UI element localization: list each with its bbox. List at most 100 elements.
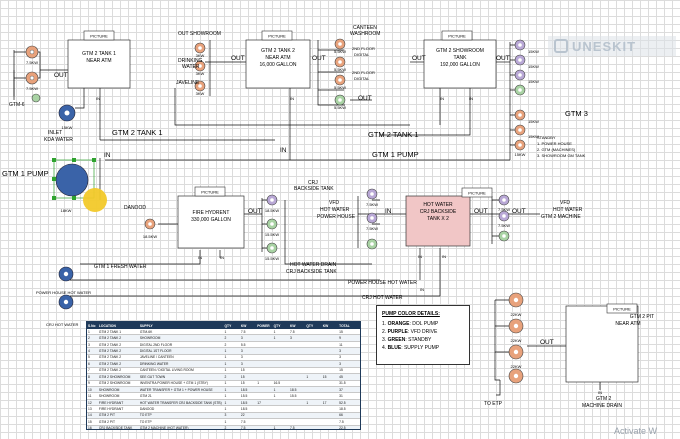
pump-purple[interactable]	[498, 194, 510, 206]
inlet-label: KDA WATER	[44, 137, 73, 143]
pump-orange[interactable]	[25, 45, 39, 59]
pump-blue[interactable]	[58, 294, 74, 310]
pump-orange[interactable]	[25, 71, 39, 85]
pump-orange[interactable]	[508, 292, 524, 308]
table-header-cell: KW	[288, 322, 306, 329]
pump-orange[interactable]	[514, 124, 526, 136]
machine-drain-label: GTM 2	[596, 396, 611, 402]
picture-box-hot-water	[461, 187, 493, 198]
picture-label: PICTURE	[448, 34, 466, 39]
pump-purple[interactable]	[366, 188, 378, 200]
table-cell: 15	[239, 373, 257, 381]
table-cell: 10	[87, 386, 98, 394]
table-cell: 18.5	[239, 386, 257, 394]
pump-orange[interactable]	[508, 368, 524, 384]
table-cell: DANOOD	[138, 405, 224, 413]
table-header-cell: LOCATION	[97, 322, 139, 329]
pump-purple[interactable]	[514, 69, 526, 81]
tank-gtm2-tank1[interactable]: PICTURE GTM 2 TANK 1 NEAR ATM IN	[67, 30, 131, 101]
table-cell	[321, 380, 339, 387]
table-cell: 15.5	[239, 392, 257, 400]
table-cell	[305, 329, 322, 336]
out-label: OUT	[512, 208, 526, 215]
table-cell: 1	[223, 380, 240, 387]
table-cell: GTM 2 TANK 2	[97, 354, 139, 362]
pump-blue[interactable]	[58, 104, 76, 122]
table-cell	[272, 347, 289, 355]
pump-purple[interactable]	[266, 194, 278, 206]
table-cell	[256, 329, 273, 336]
in-label: IN	[440, 96, 444, 101]
tank-gtm2-pit[interactable]: PICTURE GTM 2 PIT NEAR ATM IN	[565, 303, 654, 395]
pump-orange[interactable]	[514, 139, 526, 151]
pump-rating: 5.5KW	[334, 85, 346, 90]
pump-purple[interactable]	[366, 212, 378, 224]
table-cell	[288, 399, 306, 407]
pump-orange[interactable]	[334, 56, 346, 68]
pump-orange[interactable]	[334, 74, 346, 86]
table-cell: 15	[87, 418, 98, 426]
pump-green[interactable]	[266, 218, 278, 230]
pump-blue[interactable]	[58, 266, 74, 282]
pump-green[interactable]	[266, 242, 278, 254]
table-cell: 1	[223, 418, 240, 426]
table-cell: 1	[87, 329, 98, 336]
pump-orange[interactable]	[508, 344, 524, 360]
gtm1-pump-selected[interactable]: 18KW	[52, 158, 107, 213]
pump-rating: 7.5KW	[366, 226, 378, 231]
table-cell: 1	[223, 386, 240, 394]
tank-fire-hydrent[interactable]: PICTURE FIRE HYDRENT 330,000 GALLON IN I…	[177, 186, 245, 260]
tank-gtm2-tank2[interactable]: PICTURE GTM 2 TANK 2 NEAR ATM 16,000 GAL…	[245, 30, 311, 101]
table-cell: 1	[223, 367, 240, 375]
pump-orange[interactable]	[194, 42, 206, 54]
table-cell: 7.5	[239, 425, 257, 429]
table-cell: 16.5	[272, 380, 289, 387]
out-showroom-label: OUT SHOWROOM	[178, 31, 221, 37]
pump-orange[interactable]	[144, 218, 156, 230]
pump-orange[interactable]	[508, 318, 524, 334]
table-cell	[256, 360, 273, 368]
pump-purple[interactable]	[498, 210, 510, 222]
table-cell: 7.5	[288, 425, 306, 429]
in-label: IN	[280, 147, 287, 154]
pump-purple[interactable]	[514, 54, 526, 66]
brand-logo: UNESKIT	[548, 36, 676, 56]
tank-title: HOT WATER	[423, 202, 453, 208]
pump-orange[interactable]	[334, 38, 346, 50]
table-cell: GTM 2 TANK 2	[97, 334, 139, 342]
table-cell	[305, 334, 322, 342]
table-cell	[321, 347, 339, 355]
table-cell	[305, 360, 322, 368]
pump-green[interactable]	[498, 230, 510, 242]
table-cell	[256, 373, 273, 381]
tank-gtm2-showroom[interactable]: PICTURE GTM 2 SHOWROOM TANK 192,000 GALL…	[423, 30, 497, 101]
pump-green[interactable]	[514, 84, 526, 96]
tank-capacity: TANK X 2	[427, 216, 449, 222]
pump-rating: 15KW	[62, 125, 73, 130]
table-cell: JAVELINE / CANTEEN	[138, 354, 224, 362]
table-cell: GTM 2 TANK 2	[97, 347, 139, 355]
pump-orange[interactable]	[514, 109, 526, 121]
table-header-cell: KW	[321, 322, 339, 329]
table-cell	[321, 354, 339, 362]
table-cell: 18.5	[239, 405, 257, 413]
table-cell	[305, 418, 322, 426]
table-cell	[288, 360, 306, 368]
pump-purple[interactable]	[514, 39, 526, 51]
pump-green[interactable]	[31, 93, 41, 103]
table-cell: 1	[305, 373, 322, 381]
pump-rating: 22KW	[511, 364, 522, 369]
tank-hot-water[interactable]: HOT WATER CRJ BACKSIDE TANK X 2 IN IN	[405, 195, 471, 259]
pump-orange[interactable]	[194, 60, 206, 72]
table-cell	[256, 425, 273, 429]
hot-water-gtm2-label: VFD	[560, 200, 570, 206]
pump-rating: 7.5KW	[498, 223, 510, 228]
pump-rating: 18.5KW	[265, 208, 279, 213]
pump-green[interactable]	[366, 238, 378, 250]
pump-orange[interactable]	[194, 80, 206, 92]
table-cell	[305, 425, 322, 429]
pump-green[interactable]	[334, 94, 346, 106]
